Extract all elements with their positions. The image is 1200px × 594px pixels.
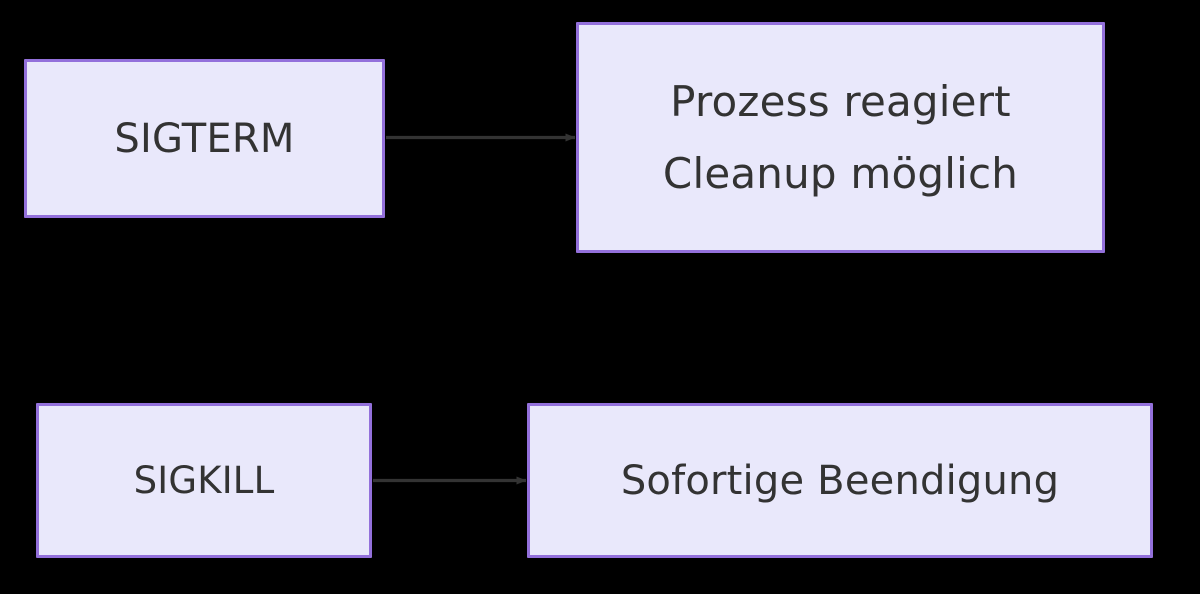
node-prozess-reagiert-line-2: Cleanup möglich: [662, 148, 1019, 198]
node-sigkill[interactable]: SIGKILL: [36, 403, 372, 558]
node-sofortige-beendigung[interactable]: Sofortige Beendigung: [527, 403, 1153, 558]
node-prozess-reagiert-label: Prozess reagiert Cleanup möglich: [579, 66, 1102, 210]
node-sigterm-label: SIGTERM: [114, 115, 295, 162]
node-prozess-reagiert-line-1: Prozess reagiert: [670, 76, 1011, 126]
node-sofortige-beendigung-label: Sofortige Beendigung: [620, 457, 1060, 504]
node-sigterm[interactable]: SIGTERM: [24, 59, 385, 218]
node-prozess-reagiert[interactable]: Prozess reagiert Cleanup möglich: [576, 22, 1105, 253]
node-sigkill-label: SIGKILL: [133, 458, 275, 502]
